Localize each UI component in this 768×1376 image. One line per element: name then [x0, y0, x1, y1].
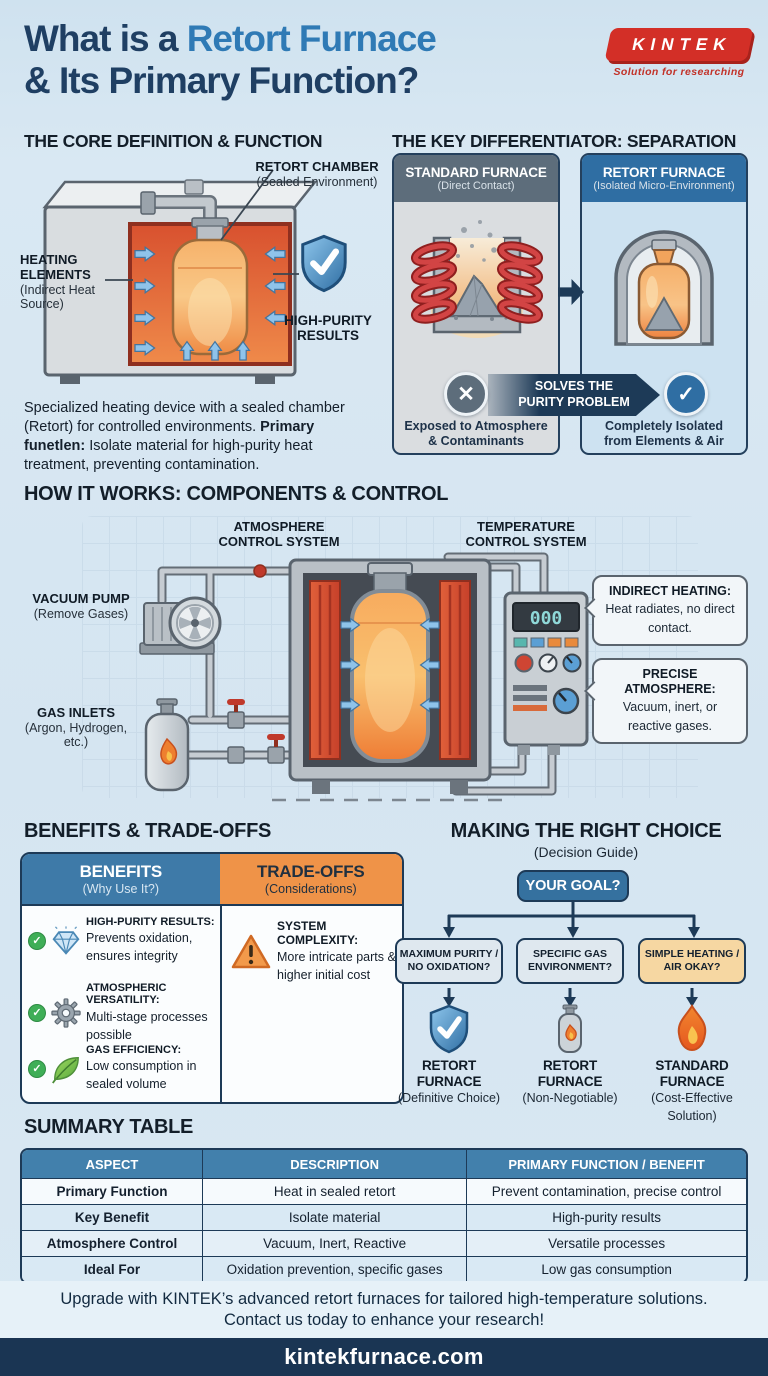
- column-divider: [219, 906, 222, 1102]
- retort-furnace-sealed-illustration: [614, 230, 714, 346]
- temperature-system-label: TEMPERATURE CONTROL SYSTEM: [465, 519, 587, 549]
- check-icon: ✓: [28, 1059, 46, 1078]
- title-line2: & Its Primary Function?: [24, 59, 419, 101]
- tradeoff-item: SYSTEM COMPLEXITY:More intricate parts &…: [231, 919, 399, 984]
- logo-tagline: Solution for researching: [613, 66, 745, 78]
- summary-cell: Prevent contamination, precise control: [467, 1178, 746, 1204]
- summary-header: PRIMARY FUNCTION / BENEFIT: [467, 1150, 746, 1178]
- page-title: What is a Retort Furnace & Its Primary F…: [24, 18, 589, 102]
- core-section-title: THE CORE DEFINITION & FUNCTION: [24, 131, 323, 151]
- decision-connectors: [443, 902, 700, 938]
- comparison-panels: STANDARD FURNACE (Direct Contact): [392, 153, 748, 458]
- shield-check-icon: [301, 234, 347, 293]
- tradeoffs-column-header: TRADE-OFFS(Considerations): [219, 854, 402, 904]
- warning-icon: [231, 934, 271, 970]
- footer-bar: kintekfurnace.com: [0, 1338, 768, 1376]
- title-highlight: Retort Furnace: [186, 18, 437, 59]
- choice-subtitle: (Decision Guide): [533, 844, 639, 860]
- retort-furnace-illustration: [42, 169, 347, 384]
- benefits-tradeoffs-table: BENEFITS(Why Use It?) TRADE-OFFS(Conside…: [20, 852, 404, 1104]
- precise-atmosphere-callout: PRECISE ATMOSPHERE:Vacuum, inert, or rea…: [592, 658, 748, 745]
- question-box-purity: MAXIMUM PURITY / NO OXIDATION?: [395, 938, 503, 984]
- logo-text: KINTEK: [630, 34, 734, 54]
- summary-cell: Key Benefit: [22, 1204, 203, 1230]
- control-panel-illustration: 000: [503, 591, 589, 755]
- gas-inlets-label: GAS INLETS(Argon, Hydrogen, etc.): [24, 705, 128, 750]
- x-icon: ✕: [444, 372, 488, 416]
- summary-cell: Isolate material: [203, 1204, 468, 1230]
- your-goal-box: YOUR GOAL?: [517, 870, 629, 902]
- choice-section-title: MAKING THE RIGHT CHOICE: [450, 820, 722, 842]
- summary-section-title: SUMMARY TABLE: [24, 1116, 194, 1138]
- result-retort-definitive: RETORT FURNACE(Definitive Choice): [397, 1058, 501, 1106]
- down-arrow-icon: [564, 988, 576, 1007]
- gas-cylinder-icon: [558, 1004, 582, 1053]
- summary-cell: High-purity results: [467, 1204, 746, 1230]
- temperature-display: 000: [530, 608, 563, 629]
- furnace-illustration: [272, 558, 508, 802]
- purity-banner: SOLVES THE PURITY PROBLEM: [488, 374, 660, 416]
- check-icon: ✓: [28, 931, 46, 950]
- retort-chamber-label: RETORT CHAMBER (Sealed Environment): [255, 159, 379, 189]
- summary-cell: Oxidation prevention, specific gases: [203, 1256, 468, 1282]
- benefit-item: ✓ ATMOSPHERIC VERSATILITY:Multi-stage pr…: [28, 982, 220, 1043]
- down-arrow-icon: [686, 988, 698, 1007]
- core-description: Specialized heating device with a sealed…: [24, 400, 345, 473]
- standard-furnace-header: STANDARD FURNACE (Direct Contact): [394, 155, 558, 202]
- benefits-section-title: BENEFITS & TRADE-OFFS: [24, 820, 272, 842]
- result-retort-nonnegotiable: RETORT FURNACE(Non-Negotiable): [522, 1058, 618, 1106]
- benefits-column-header: BENEFITS(Why Use It?): [22, 854, 220, 904]
- summary-header: ASPECT: [22, 1150, 203, 1178]
- website-link[interactable]: kintekfurnace.com: [284, 1344, 484, 1369]
- vacuum-pump-illustration: [139, 596, 222, 655]
- shield-check-icon: [429, 1004, 469, 1054]
- retort-furnace-header: RETORT FURNACE (Isolated Micro-Environme…: [582, 155, 746, 202]
- summary-cell: Heat in sealed retort: [203, 1178, 468, 1204]
- check-icon: ✓: [28, 1003, 46, 1022]
- cta-line1: Upgrade with KINTEK’s advanced retort fu…: [60, 1289, 708, 1308]
- flame-icon: [677, 1004, 707, 1052]
- kintek-logo: KINTEK Solution for researching: [604, 28, 754, 78]
- heating-elements-label: HEATING ELEMENTS (Indirect Heat Source): [20, 252, 96, 311]
- summary-cell: Low gas consumption: [467, 1256, 746, 1282]
- standard-furnace-illustration: [410, 220, 544, 338]
- title-part1: What is a: [24, 18, 187, 59]
- valve-icons: [227, 564, 285, 764]
- question-box-gas: SPECIFIC GAS ENVIRONMENT?: [516, 938, 624, 984]
- atmosphere-system-label: ATMOSPHERE CONTROL SYSTEM: [218, 519, 340, 549]
- benefit-item: ✓ GAS EFFICIENCY:Low consumption in seal…: [28, 1044, 220, 1093]
- components-diagram: 000: [139, 552, 589, 802]
- cta-banner: Upgrade with KINTEK’s advanced retort fu…: [0, 1281, 768, 1338]
- standard-furnace-caption: Exposed to Atmosphere & Contaminants: [404, 419, 548, 448]
- diamond-icon: [51, 925, 81, 956]
- kintek-logo-box: KINTEK: [604, 28, 754, 61]
- cta-line2: Contact us today to enhance your researc…: [223, 1310, 545, 1329]
- question-box-simple: SIMPLE HEATING / AIR OKAY?: [638, 938, 746, 984]
- retort-furnace-panel: RETORT FURNACE (Isolated Micro-Environme…: [580, 153, 748, 455]
- summary-cell: Vacuum, Inert, Reactive: [203, 1230, 468, 1256]
- summary-cell: Ideal For: [22, 1256, 203, 1282]
- gas-cylinder-illustration: [144, 698, 190, 792]
- result-standard-costeffective: STANDARD FURNACE(Cost-Effective Solution…: [651, 1058, 733, 1124]
- gear-icon: [51, 998, 81, 1028]
- indirect-heating-callout: INDIRECT HEATING:Heat radiates, no direc…: [592, 575, 748, 647]
- summary-cell: Primary Function: [22, 1178, 203, 1204]
- leaf-icon: [51, 1054, 81, 1084]
- summary-cell: Versatile processes: [467, 1230, 746, 1256]
- summary-table: ASPECT DESCRIPTION PRIMARY FUNCTION / BE…: [20, 1148, 748, 1284]
- check-icon: ✓: [664, 372, 708, 416]
- vacuum-pump-label: VACUUM PUMP(Remove Gases): [32, 591, 130, 621]
- summary-header: DESCRIPTION: [203, 1150, 468, 1178]
- benefit-item: ✓ HIGH-PURITY RESULTS:Prevents oxidation…: [28, 916, 220, 965]
- summary-cell: Atmosphere Control: [22, 1230, 203, 1256]
- high-purity-label: HIGH-PURITY RESULTS: [284, 313, 372, 344]
- retort-furnace-caption: Completely Isolated from Elements & Air: [604, 419, 724, 448]
- how-section-title: HOW IT WORKS: COMPONENTS & CONTROL: [24, 483, 449, 505]
- down-arrow-icon: [443, 988, 455, 1007]
- differentiator-section-title: THE KEY DIFFERENTIATOR: SEPARATION: [392, 131, 737, 151]
